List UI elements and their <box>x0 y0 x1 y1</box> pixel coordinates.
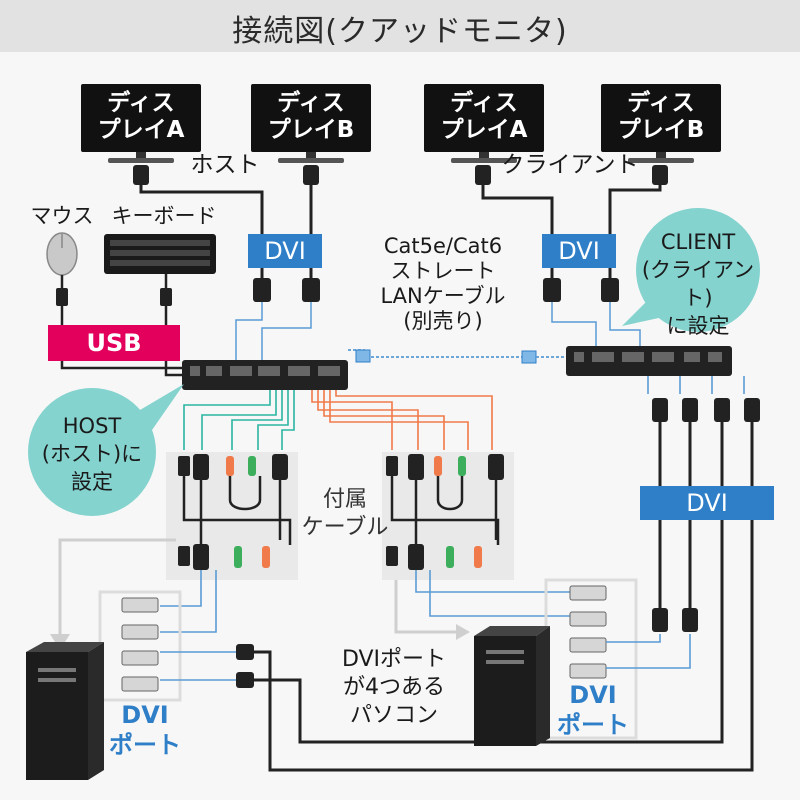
included-cable-label: 付属 ケーブル <box>301 487 389 540</box>
host-monitor-a-label: ディス プレイA <box>97 90 185 143</box>
host-monitor-a <box>81 84 201 163</box>
dvi-port-panel-right <box>544 578 638 740</box>
client-dvi-box: DVI <box>542 234 616 268</box>
host-setting-text: HOST (ホスト)に 設定 <box>41 414 143 494</box>
mouse-icon <box>46 232 78 276</box>
wiring-diagram <box>26 84 760 780</box>
client-monitor-a-label: ディス プレイA <box>440 90 528 143</box>
host-monitor-b-label: ディス プレイB <box>267 90 355 143</box>
host-teal-links <box>183 390 295 450</box>
keyboard-icon <box>104 234 216 274</box>
host-label: ホスト <box>190 152 260 178</box>
client-monitor-b <box>601 84 721 163</box>
lan-cable-label: Cat5e/Cat6 ストレート LANケーブル (別売り) <box>380 234 506 333</box>
cable-kit-right <box>382 452 514 580</box>
client-setting-bubble <box>622 208 760 332</box>
client-monitor-b-label: ディス プレイB <box>617 90 705 143</box>
pc-tower-right <box>474 626 550 746</box>
dvi-port-panel-left <box>98 590 182 702</box>
cable-kit-left <box>166 452 298 580</box>
usb-box: USB <box>48 325 180 361</box>
client-monitor-a <box>424 84 544 163</box>
client-dvi-plugs <box>236 398 760 688</box>
dvi-port-left-label: DVI ポート <box>109 701 181 759</box>
monitor-dvi-plugs <box>133 165 668 302</box>
usb-plugs <box>56 288 172 306</box>
client-label: クライアント <box>501 152 639 178</box>
pc-tower-left <box>26 642 104 780</box>
host-dvi-box: DVI <box>248 234 322 268</box>
client-setting-text: CLIENT (クライアント) に設定 <box>641 230 755 338</box>
client-dvi-bundle-box: DVI <box>640 486 774 520</box>
host-setting-bubble <box>28 384 184 516</box>
host-extender-unit <box>182 360 348 390</box>
flow-arrows <box>58 538 458 640</box>
title-bar: 接続図(クアッドモニタ) <box>0 0 800 52</box>
mouse-label: マウス <box>30 204 94 228</box>
client-port-links <box>160 376 745 681</box>
keyboard-label: キーボード <box>111 204 217 228</box>
pc-note: DVIポート が4つある パソコン <box>341 647 447 728</box>
client-dvi-bundle <box>252 420 754 772</box>
client-extender-unit <box>566 346 732 376</box>
host-monitor-b <box>251 84 371 163</box>
host-display-links <box>235 302 641 360</box>
dvi-port-right-label: DVI ポート <box>557 681 629 739</box>
host-orange-links <box>311 390 493 450</box>
page-title: 接続図(クアッドモニタ) <box>232 14 568 49</box>
lan-cable <box>348 349 566 364</box>
